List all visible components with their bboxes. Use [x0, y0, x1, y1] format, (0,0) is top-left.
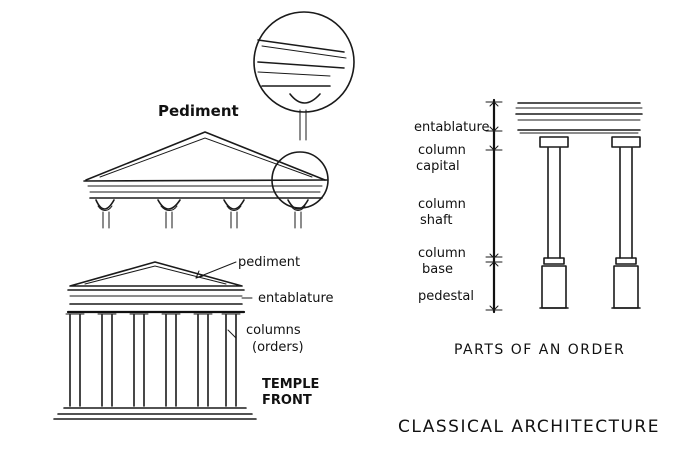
order-labels: entablature column capital column shaft …: [414, 120, 625, 358]
temple-front-sketch: pediment entablature columns (orders) TE…: [53, 255, 334, 420]
order-capital-label-line1: column: [418, 143, 466, 158]
pediment-title: Pediment: [158, 102, 239, 120]
order-capital-label-line2: capital: [416, 159, 460, 174]
order-sketch: [515, 102, 643, 309]
temple-orders-label: (orders): [252, 340, 304, 355]
temple-front-label-line2: FRONT: [262, 393, 312, 408]
temple-entablature-label: entablature: [258, 291, 334, 306]
order-entablature-label: entablature: [414, 120, 490, 135]
order-shaft-label-line2: shaft: [420, 213, 452, 228]
order-dimension-line: [485, 98, 503, 314]
order-shaft-label-line1: column: [418, 197, 466, 212]
temple-columns-label: columns: [246, 323, 301, 338]
temple-columns: [65, 313, 241, 407]
order-base-label-line1: column: [418, 246, 466, 261]
temple-pediment-label: pediment: [238, 255, 300, 270]
main-title: CLASSICAL ARCHITECTURE: [398, 417, 660, 437]
order-pedestal-label: pedestal: [418, 289, 474, 304]
detail-callouts: [253, 11, 355, 209]
pediment-capitals: [95, 199, 309, 229]
temple-front-label-line1: TEMPLE: [262, 377, 319, 392]
pediment-sketch: Pediment: [83, 102, 328, 229]
parts-of-order-title: PARTS OF AN ORDER: [454, 342, 625, 358]
order-base-label-line2: base: [422, 262, 453, 277]
